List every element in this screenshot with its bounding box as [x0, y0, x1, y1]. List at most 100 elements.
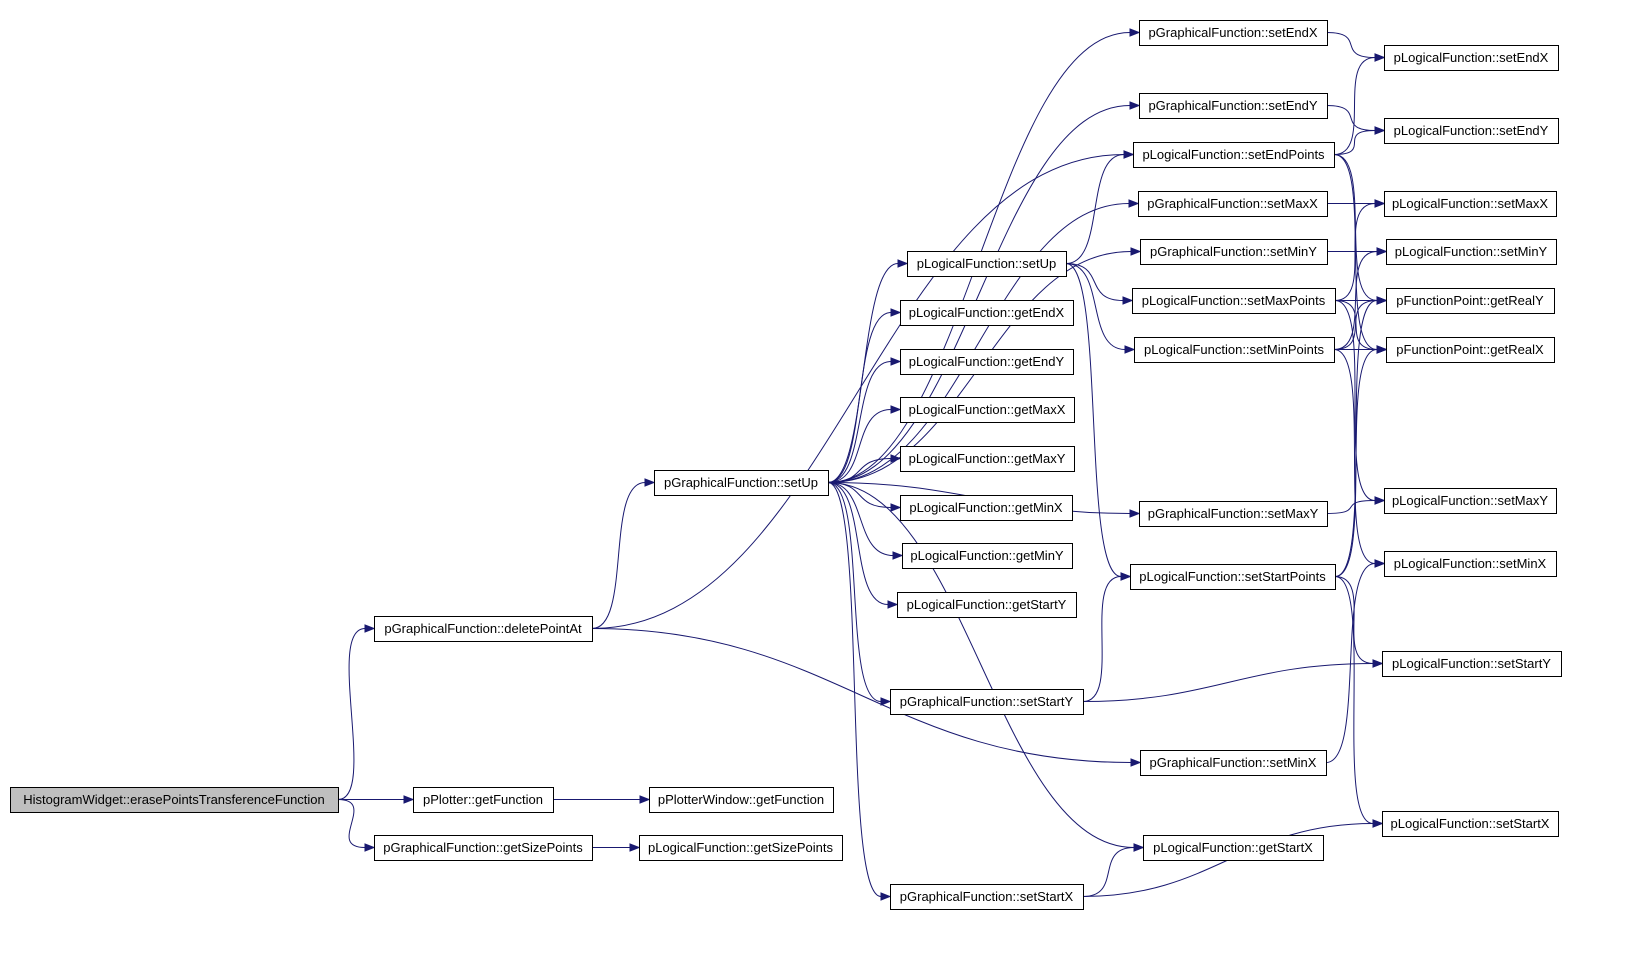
edge-line	[1333, 251, 1378, 350]
node-box	[1382, 651, 1562, 677]
node-lf-setMinPoints[interactable]: pLogicalFunction::setMinPoints	[1134, 337, 1335, 363]
node-label: pLogicalFunction::getSizePoints	[648, 840, 834, 855]
node-gf-setEndY[interactable]: pGraphicalFunction::setEndY	[1139, 93, 1328, 119]
edge-gf_setUp-to-gf_setMaxX	[827, 199, 1140, 483]
node-box	[1132, 288, 1336, 314]
edge-line	[1334, 349, 1378, 577]
edge-arrowhead	[1372, 819, 1384, 828]
edge-line	[1334, 576, 1374, 824]
node-box	[900, 349, 1074, 375]
edge-arrowhead	[1376, 296, 1388, 305]
node-gf-setEndX[interactable]: pGraphicalFunction::setEndX	[1139, 20, 1328, 46]
node-lf-setEndPoints[interactable]: pLogicalFunction::setEndPoints	[1133, 142, 1335, 168]
node-box	[1384, 488, 1557, 514]
edge-line	[827, 482, 889, 605]
node-lf-getMaxX[interactable]: pLogicalFunction::getMaxX	[900, 397, 1075, 423]
node-box	[1386, 288, 1555, 314]
edge-line	[1334, 300, 1376, 501]
node-lf-getEndY[interactable]: pLogicalFunction::getEndY	[900, 349, 1074, 375]
node-box	[902, 543, 1073, 569]
node-label: pGraphicalFunction::setMinX	[1150, 755, 1317, 770]
edge-line	[1326, 105, 1376, 131]
node-lf-getMaxY[interactable]: pLogicalFunction::getMaxY	[900, 446, 1075, 472]
edge-arrowhead	[1376, 247, 1388, 256]
edge-arrowhead	[1120, 572, 1132, 581]
edge-arrowhead	[1130, 758, 1142, 767]
node-label: pLogicalFunction::getStartY	[907, 597, 1067, 612]
edge-arrowhead	[1129, 509, 1141, 518]
node-lf-setMaxPoints[interactable]: pLogicalFunction::setMaxPoints	[1132, 288, 1336, 314]
edge-line	[827, 361, 892, 483]
node-fp-getRealY[interactable]: pFunctionPoint::getRealY	[1386, 288, 1555, 314]
edge-arrowhead	[1123, 150, 1135, 159]
node-lf-getEndX[interactable]: pLogicalFunction::getEndX	[900, 300, 1074, 326]
node-fp-getRealX[interactable]: pFunctionPoint::getRealX	[1386, 337, 1555, 363]
edge-gf_setUp-to-lf_getStartY	[827, 482, 899, 609]
node-getFunction[interactable]: pPlotter::getFunction	[413, 787, 554, 813]
edge-line	[1326, 32, 1376, 58]
edge-line	[1326, 500, 1376, 514]
node-lf-getMinY[interactable]: pLogicalFunction::getMinY	[902, 543, 1073, 569]
node-box	[1130, 564, 1336, 590]
node-label: pGraphicalFunction::getSizePoints	[383, 840, 583, 855]
edge-lf_setMinPoints-to-lf_setMinX	[1333, 349, 1386, 568]
node-lf-setUp[interactable]: pLogicalFunction::setUp	[907, 251, 1067, 277]
node-box	[374, 616, 593, 642]
node-label: pLogicalFunction::setMinPoints	[1144, 342, 1324, 357]
edge-gf_setUp-to-lf_getStartX	[827, 482, 1145, 852]
node-lf-setMaxX[interactable]: pLogicalFunction::setMaxX	[1384, 191, 1557, 217]
edge-line	[591, 154, 1125, 629]
node-box	[900, 300, 1074, 326]
node-gf-setStartY[interactable]: pGraphicalFunction::setStartY	[890, 689, 1084, 715]
edge-line	[1333, 300, 1378, 350]
node-lf-setEndY[interactable]: pLogicalFunction::setEndY	[1384, 118, 1559, 144]
node-lf-setMinX[interactable]: pLogicalFunction::setMinX	[1384, 551, 1557, 577]
node-lf-setMaxY[interactable]: pLogicalFunction::setMaxY	[1384, 488, 1557, 514]
edge-line	[1325, 563, 1376, 763]
edge-arrowhead	[629, 843, 641, 852]
node-lf-setMinY[interactable]: pLogicalFunction::setMinY	[1386, 239, 1557, 265]
edge-gf_setUp-to-lf_setUp	[827, 259, 909, 483]
node-gf-setMaxX[interactable]: pGraphicalFunction::setMaxX	[1138, 191, 1328, 217]
node-box	[649, 787, 834, 813]
node-lf-getStartY[interactable]: pLogicalFunction::getStartY	[897, 592, 1077, 618]
node-root[interactable]: HistogramWidget::erasePointsTransference…	[10, 787, 339, 813]
node-box	[1138, 191, 1328, 217]
node-gf-setMaxY[interactable]: pGraphicalFunction::setMaxY	[1139, 501, 1328, 527]
node-gf-setStartX[interactable]: pGraphicalFunction::setStartX	[890, 884, 1084, 910]
node-gf-setMinX[interactable]: pGraphicalFunction::setMinX	[1140, 750, 1327, 776]
node-box	[890, 884, 1084, 910]
edge-arrowhead	[1128, 199, 1140, 208]
node-pw-getFunction[interactable]: pPlotterWindow::getFunction	[649, 787, 834, 813]
edge-arrowhead	[890, 454, 902, 463]
edge-arrowhead	[880, 697, 892, 706]
edge-root-to-getFunction	[338, 795, 415, 804]
edge-line	[1065, 154, 1125, 264]
node-lf-setStartX[interactable]: pLogicalFunction::setStartX	[1382, 811, 1559, 837]
edge-gf_setUp-to-gf_setEndY	[827, 101, 1141, 483]
node-lf-setStartY[interactable]: pLogicalFunction::setStartY	[1382, 651, 1562, 677]
node-lf-getMinX[interactable]: pLogicalFunction::getMinX	[900, 495, 1073, 521]
edge-lf_setMaxPoints-to-lf_setMaxX	[1334, 199, 1386, 301]
edge-arrowhead	[1374, 199, 1386, 208]
node-gf-setMinY[interactable]: pGraphicalFunction::setMinY	[1140, 239, 1328, 265]
node-label: pGraphicalFunction::deletePointAt	[384, 621, 582, 636]
node-deletePointAt[interactable]: pGraphicalFunction::deletePointAt	[374, 616, 593, 642]
node-lf-getStartX[interactable]: pLogicalFunction::getStartX	[1143, 835, 1324, 861]
node-box	[413, 787, 554, 813]
edge-arrowhead	[1122, 296, 1134, 305]
node-label: pLogicalFunction::setEndX	[1394, 50, 1549, 65]
node-gf-getSizePoints[interactable]: pGraphicalFunction::getSizePoints	[374, 835, 593, 861]
node-lf-setEndX[interactable]: pLogicalFunction::setEndX	[1384, 45, 1559, 71]
node-gf-setUp[interactable]: pGraphicalFunction::setUp	[654, 470, 829, 496]
node-label: pGraphicalFunction::setMinY	[1150, 244, 1317, 259]
edge-arrowhead	[880, 892, 892, 901]
edge-deletePointAt-to-gf_setUp	[591, 478, 656, 629]
node-lf-setStartPoints[interactable]: pLogicalFunction::setStartPoints	[1130, 564, 1336, 590]
edge-gf_setStartY-to-lf_setStartY	[1082, 659, 1384, 702]
node-label: pLogicalFunction::setStartPoints	[1139, 569, 1326, 584]
node-label: pGraphicalFunction::setUp	[664, 475, 818, 490]
edge-lf_setStartPoints-to-lf_setStartX	[1334, 576, 1384, 828]
node-lf-getSizePoints[interactable]: pLogicalFunction::getSizePoints	[639, 835, 843, 861]
